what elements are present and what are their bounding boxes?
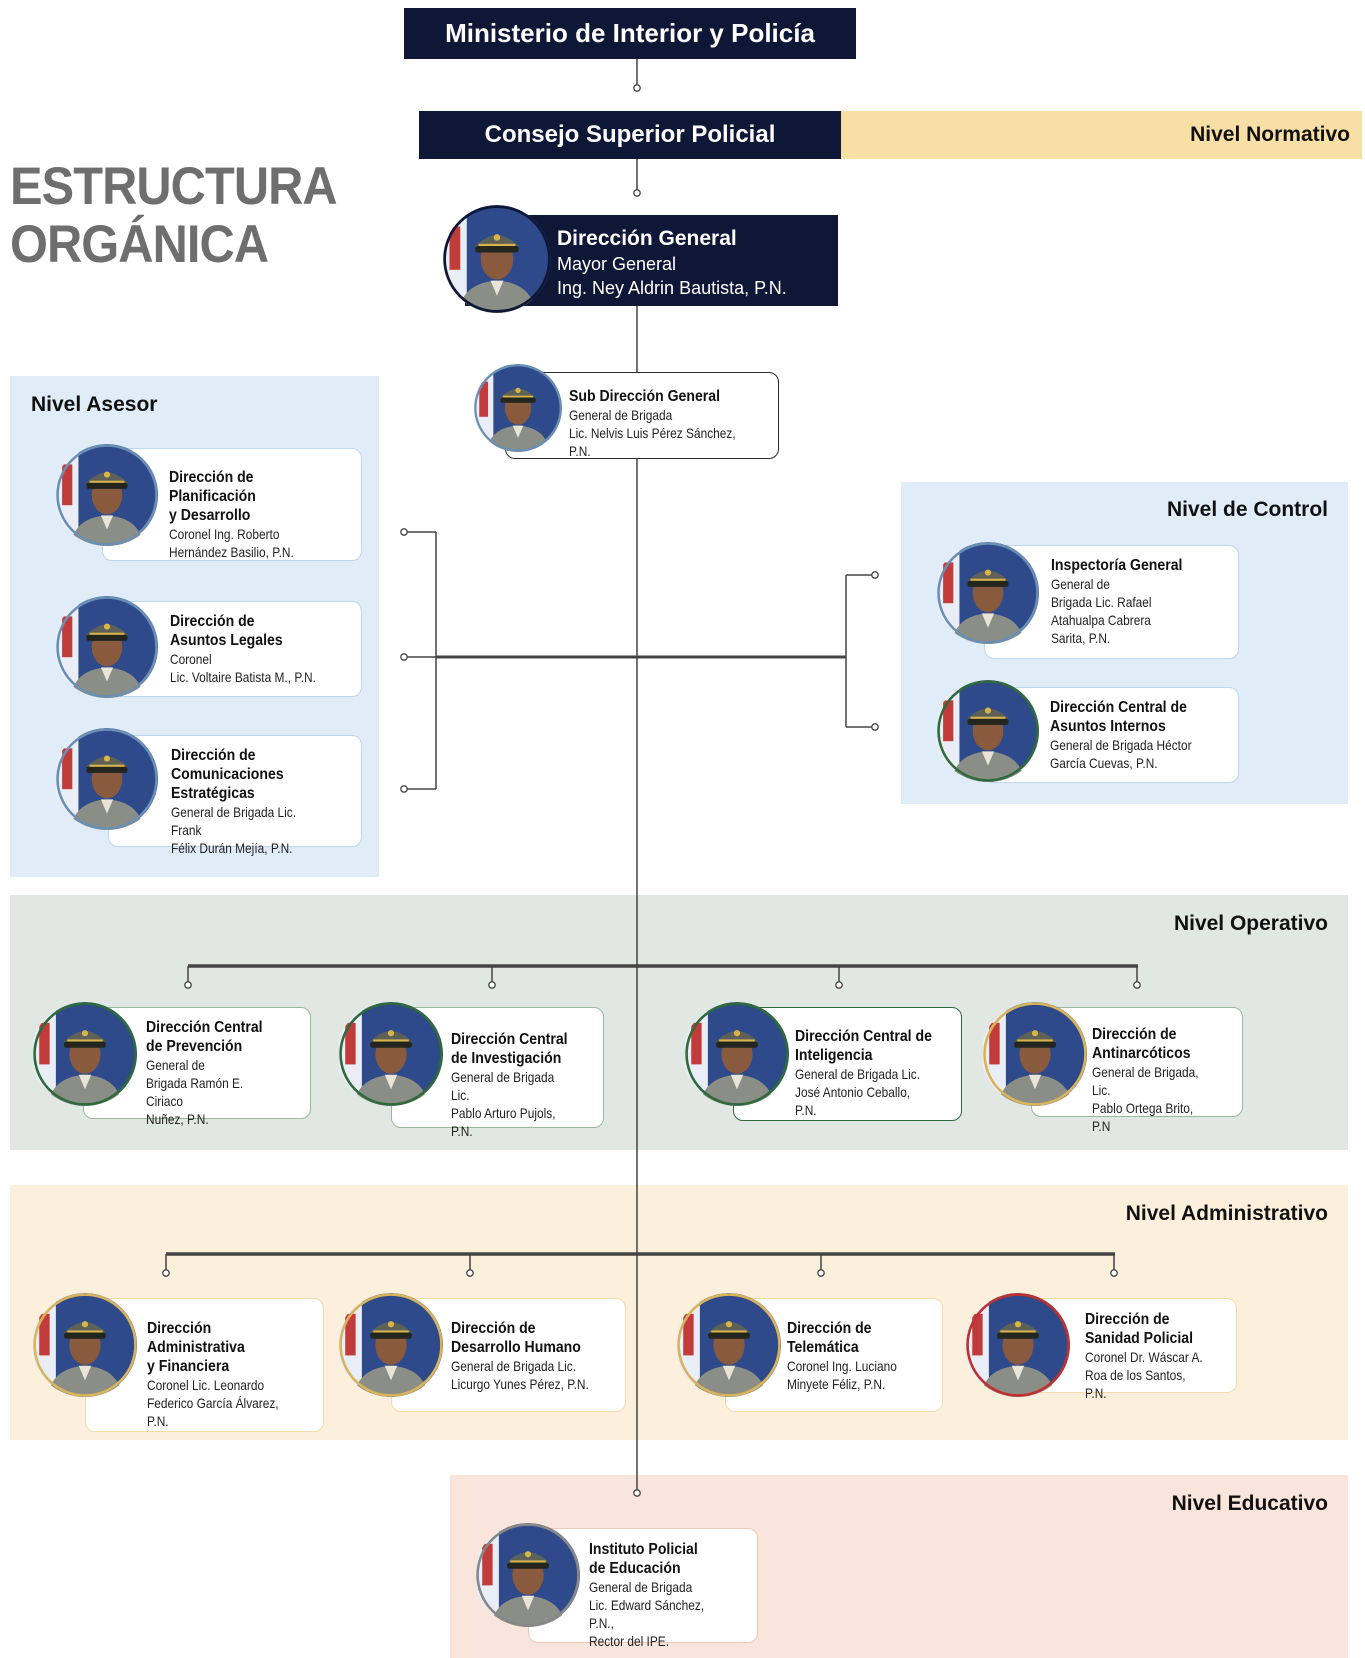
card-title: Dirección de Sanidad Policial bbox=[1085, 1311, 1193, 1347]
card-title: Dirección Central de Asuntos Internos bbox=[1050, 699, 1187, 735]
officer-avatar bbox=[474, 1523, 582, 1627]
card-rank: General de Brigada Lic. José Antonio Ceb… bbox=[795, 1066, 921, 1118]
nivel-administrativo-title: Nivel Administrativo bbox=[1125, 1202, 1328, 1225]
card-title: Dirección de Antinarcóticos bbox=[1092, 1026, 1191, 1062]
control-card-inspectoria: Inspectoría General General de Brigada L… bbox=[984, 545, 1239, 659]
nivel-asesor-title: Nivel Asesor bbox=[31, 393, 158, 416]
nivel-normativo-band: Nivel Normativo bbox=[841, 111, 1362, 159]
card-title: Instituto Policial de Educación bbox=[589, 1541, 698, 1577]
officer-avatar bbox=[337, 1293, 445, 1397]
officer-avatar bbox=[53, 444, 161, 546]
card-rank: General de Brigada Héctor García Cuevas,… bbox=[1050, 737, 1192, 771]
card-title: Dirección Administrativa y Financiera bbox=[147, 1320, 245, 1375]
officer-avatar bbox=[53, 596, 161, 698]
consejo-box: Consejo Superior Policial bbox=[419, 111, 841, 159]
officer-avatar bbox=[675, 1293, 783, 1397]
sub-direccion-person: Lic. Nelvis Luis Pérez Sánchez, P.N. bbox=[569, 425, 736, 459]
nivel-control-title: Nivel de Control bbox=[1166, 498, 1328, 521]
sub-direccion-rank: General de Brigada bbox=[569, 407, 673, 423]
direccion-general-person: Ing. Ney Aldrin Bautista, P.N. bbox=[557, 278, 787, 298]
officer-avatar bbox=[31, 1293, 139, 1397]
sub-director-avatar bbox=[474, 364, 562, 452]
nivel-operativo-title: Nivel Operativo bbox=[1173, 912, 1328, 935]
ministerio-box: Ministerio de Interior y Policía bbox=[404, 8, 856, 59]
card-rank: Coronel Ing. Luciano Minyete Féliz, P.N. bbox=[787, 1358, 897, 1392]
officer-avatar bbox=[683, 1002, 791, 1106]
direccion-general-title: Dirección General bbox=[557, 227, 737, 250]
director-general-avatar bbox=[443, 205, 551, 313]
card-rank: General de Brigada Lic. Licurgo Yunes Pé… bbox=[451, 1358, 589, 1392]
page-title: ESTRUCTURA ORGÁNICA bbox=[10, 157, 338, 274]
sub-direccion-title: Sub Dirección General bbox=[569, 388, 721, 405]
officer-avatar bbox=[337, 1002, 445, 1106]
asesor-card-asuntos-legales: Dirección de Asuntos Legales Coronel Lic… bbox=[102, 601, 362, 697]
direccion-general-rank: Mayor General bbox=[557, 254, 677, 274]
card-rank: General de Brigada Ramón E. Ciriaco Nuñe… bbox=[146, 1057, 244, 1127]
card-rank: Coronel Lic. Leonardo Federico García Ál… bbox=[147, 1377, 279, 1429]
card-title: Dirección Central de Investigación bbox=[451, 1031, 568, 1067]
educativo-card-ipe: Instituto Policial de Educación General … bbox=[528, 1528, 758, 1649]
nivel-educativo-title: Nivel Educativo bbox=[1171, 1492, 1328, 1515]
officer-avatar bbox=[981, 1002, 1089, 1106]
card-rank: General de Brigada Lic. Pablo Arturo Puj… bbox=[451, 1069, 556, 1139]
card-rank: General de Brigada, Lic. Pablo Ortega Br… bbox=[1092, 1064, 1199, 1134]
card-rank: Coronel Dr. Wáscar A. Roa de los Santos,… bbox=[1085, 1349, 1203, 1401]
card-rank: General de Brigada Lic. Edward Sánchez, … bbox=[589, 1579, 705, 1649]
card-title: Dirección de Desarrollo Humano bbox=[451, 1320, 581, 1356]
officer-avatar bbox=[964, 1293, 1072, 1397]
card-title: Dirección Central de Inteligencia bbox=[795, 1028, 932, 1064]
officer-avatar bbox=[53, 728, 161, 830]
asesor-card-comunicaciones: Dirección de Comunicaciones Estratégicas… bbox=[108, 735, 362, 856]
page-title-line-2: ORGÁNICA bbox=[10, 215, 269, 274]
card-title: Inspectoría General bbox=[1051, 557, 1183, 574]
officer-avatar bbox=[31, 1002, 139, 1106]
card-title: Dirección de Comunicaciones Estratégicas bbox=[171, 747, 284, 802]
card-title: Dirección de Asuntos Legales bbox=[170, 613, 283, 649]
card-title: Dirección Central de Prevención bbox=[146, 1019, 263, 1055]
operativo-card-prevencion: Dirección Central de Prevención General … bbox=[83, 1007, 311, 1127]
card-rank: Coronel Ing. Roberto Hernández Basilio, … bbox=[169, 526, 294, 560]
page-title-line-1: ESTRUCTURA bbox=[10, 157, 338, 216]
card-rank: General de Brigada Lic. Frank Félix Durá… bbox=[171, 804, 297, 856]
officer-avatar bbox=[934, 680, 1042, 782]
card-title: Dirección de Planificación y Desarrollo bbox=[169, 469, 256, 524]
card-rank: General de Brigada Lic. Rafael Atahualpa… bbox=[1051, 576, 1152, 646]
card-title: Dirección de Telemática bbox=[787, 1320, 872, 1356]
officer-avatar bbox=[934, 542, 1042, 644]
card-rank: Coronel Lic. Voltaire Batista M., P.N. bbox=[170, 651, 316, 685]
